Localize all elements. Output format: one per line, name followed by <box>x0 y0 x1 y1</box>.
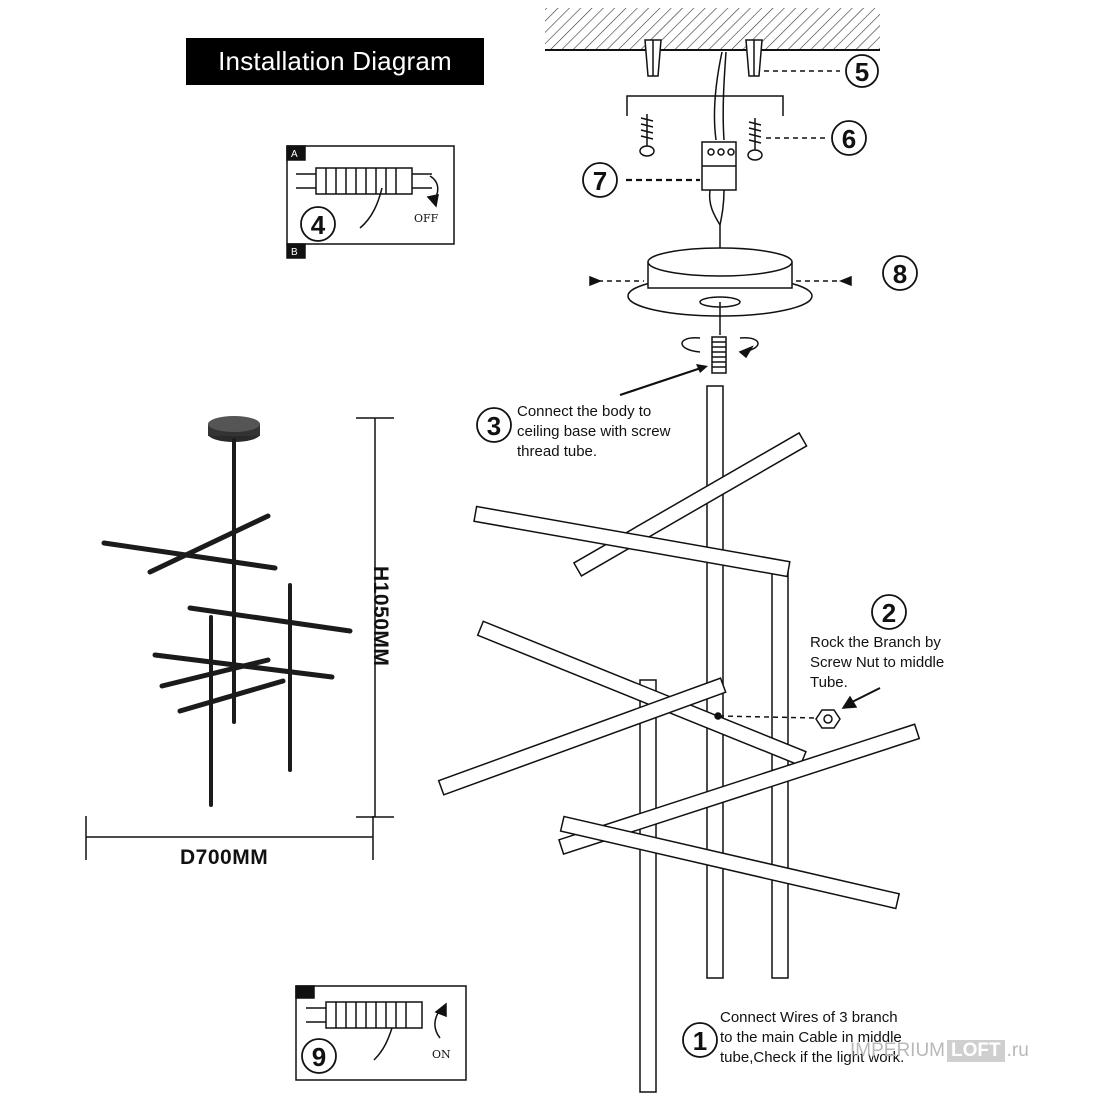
off-label: OFF <box>414 212 439 225</box>
step-number-9: 9 <box>312 1042 326 1072</box>
watermark-highlight: LOFT <box>947 1040 1005 1062</box>
step-circles <box>300 54 918 1074</box>
step-number-3: 3 <box>487 411 501 441</box>
thread-tube <box>681 336 759 374</box>
mounting-bracket <box>626 95 784 116</box>
step-number-1: 1 <box>693 1026 707 1056</box>
pointer-arrow-3 <box>619 365 705 397</box>
height-dimension: H1050MM <box>369 566 392 667</box>
screw-nut <box>714 687 881 729</box>
wire-terminal <box>701 51 737 250</box>
step-1-text: Connect Wires of 3 branch to the main Ca… <box>720 1009 905 1066</box>
screws <box>639 114 763 161</box>
step-numbers: 5 6 7 8 3 2 4 9 1 <box>311 57 907 1072</box>
wall-anchors <box>644 39 763 77</box>
step-3-text: Connect the body to ceiling base with sc… <box>517 403 671 460</box>
tag-a: A <box>291 149 298 160</box>
fixture-exploded <box>437 385 921 1093</box>
step-number-6: 6 <box>842 124 856 154</box>
on-label: ON <box>432 1048 451 1061</box>
dimension-lines <box>85 417 394 860</box>
detail-box-off <box>286 145 455 259</box>
detail-box-on <box>295 985 467 1081</box>
step-number-4: 4 <box>311 210 326 240</box>
step-number-7: 7 <box>593 166 607 196</box>
watermark-prefix: IMPERIUM <box>850 1040 945 1061</box>
step-number-8: 8 <box>893 259 907 289</box>
step-2-text: Rock the Branch by Screw Nut to middle T… <box>810 634 945 691</box>
diameter-dimension: D700MM <box>180 846 269 869</box>
diagram-title: Installation Diagram <box>186 38 484 85</box>
ceiling <box>545 8 880 51</box>
fixture-assembled <box>101 416 353 807</box>
watermark-suffix: .ru <box>1006 1040 1029 1061</box>
ceiling-canopy <box>589 247 852 335</box>
step-number-5: 5 <box>855 57 869 87</box>
watermark: IMPERIUM LOFT .ru <box>850 1040 1029 1062</box>
tag-b: B <box>291 247 298 258</box>
step-number-2: 2 <box>882 598 896 628</box>
